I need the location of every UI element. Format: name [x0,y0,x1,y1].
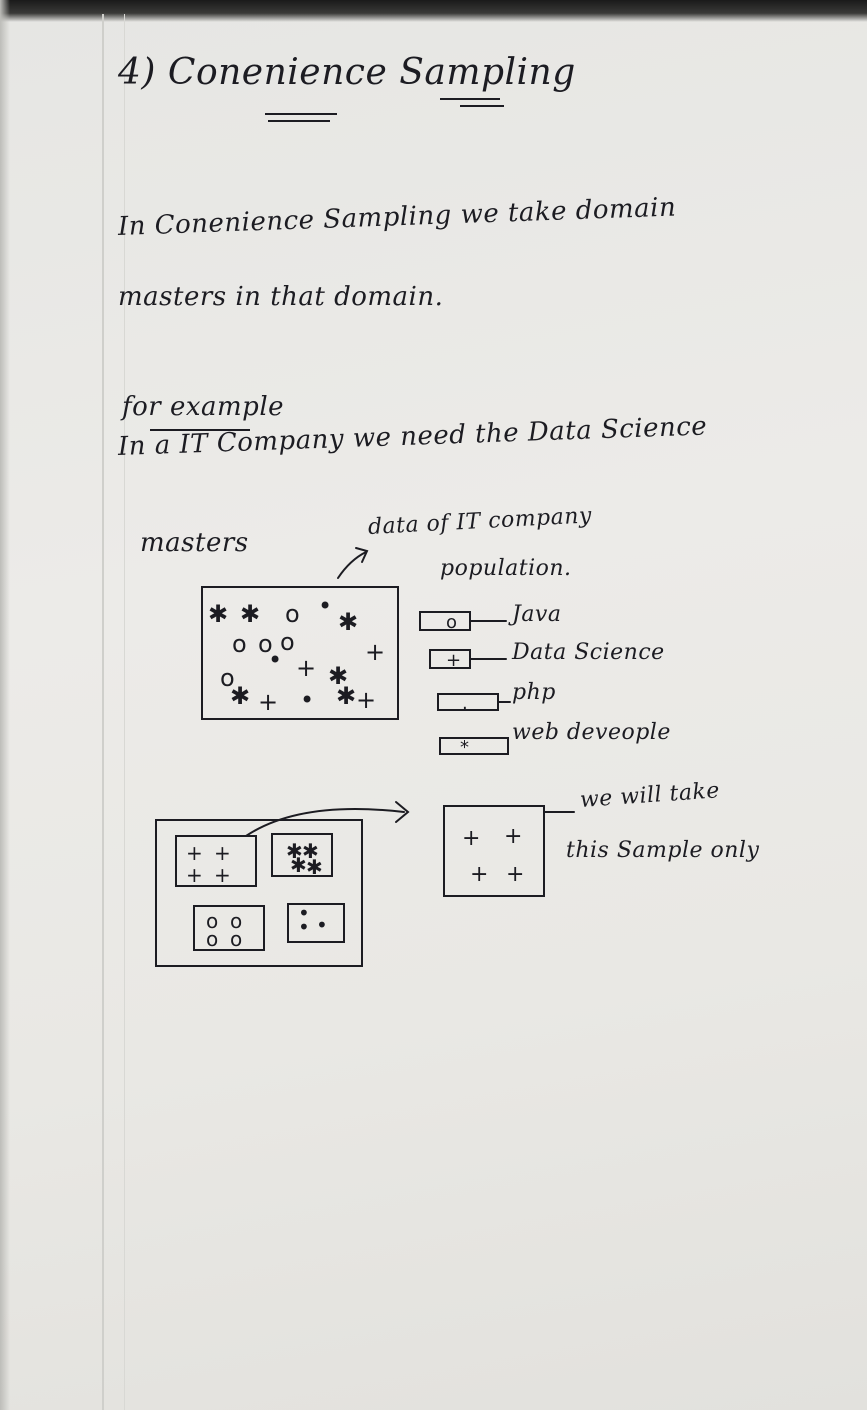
stratum-web [271,833,333,877]
title-underline-2 [268,120,330,122]
legend-label-php: php [512,680,556,705]
stratum-star-1: ✱ [286,839,303,863]
legend-symbol-web: * [460,737,469,758]
legend-box-php [437,693,499,711]
population-pointer-arrowhead [355,547,369,563]
sample-pointer-arrow [245,808,405,837]
stratum-circle-3: o [206,927,218,951]
stratum-circle-2: o [230,909,242,933]
pop-star-1: ✱ [208,600,228,628]
stratum-plus-1: + [186,841,203,865]
example-heading: for example [122,392,285,422]
definition-line-2: masters in that domain. [118,282,444,312]
sample-plus-3: + [470,862,488,887]
legend-label-web: web deveople [512,720,671,745]
sample-plus-2: + [504,824,522,849]
pop-circle-4: o [280,628,295,656]
stratum-plus-2: + [214,841,231,865]
stratum-circle-1: o [206,909,218,933]
stratum-circle-4: o [230,927,242,951]
legend-box-web [439,737,509,755]
population-pointer-arrow [337,551,367,579]
legend-label-data-science: Data Science [512,640,665,665]
margin-line [102,14,104,1410]
title-underline-3 [440,98,500,100]
pop-star-3: ✱ [338,608,358,636]
pop-dot-2: • [268,646,282,674]
pop-circle-2: o [232,630,247,658]
population-label-2: population. [440,556,572,581]
stratum-plus-4: + [214,863,231,887]
sample-box [443,805,545,897]
pop-star-4: ✱ [328,662,348,690]
stratum-dot-1: • [298,901,310,925]
pop-dot-3: • [300,686,314,714]
margin-line-secondary [124,14,125,1410]
sample-plus-1: + [462,826,480,851]
pop-plus-1: + [365,638,385,666]
pop-plus-3: + [258,688,278,716]
population-box [201,586,399,720]
stratum-plus-3: + [186,863,203,887]
legend-symbol-php: . [462,693,468,714]
pop-star-2: ✱ [240,600,260,628]
pop-star-5: ✱ [230,682,250,710]
pop-star-6: ✱ [336,682,356,710]
pop-circle-1: o [285,600,300,628]
example-line-2: masters [140,528,249,558]
stratum-php [287,903,345,943]
legend-box-java [419,611,471,631]
legend-label-java: Java [512,602,562,627]
stratum-java [193,905,265,951]
legend-symbol-data-science: + [446,650,461,671]
pop-plus-2: + [296,654,316,682]
stratum-star-4: ✱ [306,855,323,879]
sample-pointer-arrowhead [395,801,410,823]
sample-plus-4: + [506,862,524,887]
stratum-star-2: ✱ [302,839,319,863]
title-underline-1 [265,113,337,115]
page-title: 4) Conenience Sampling [118,52,576,93]
example-heading-underline [150,429,250,431]
stratum-star-3: ✱ [290,853,307,877]
pop-plus-4: + [356,686,376,714]
sample-note-line-2: this Sample only [566,838,760,863]
strata-box [155,819,363,967]
pop-circle-3: o [258,630,273,658]
pop-dot-1: • [318,592,332,620]
stratum-data-science [175,835,257,887]
pop-circle-5: o [220,664,235,692]
stratum-dot-3: • [316,913,328,937]
title-underline-4 [460,105,504,107]
page-spine-shadow [0,0,10,1410]
page-top-shadow [0,0,867,22]
stratum-dot-2: • [298,915,310,939]
legend-symbol-java: o [446,612,457,633]
